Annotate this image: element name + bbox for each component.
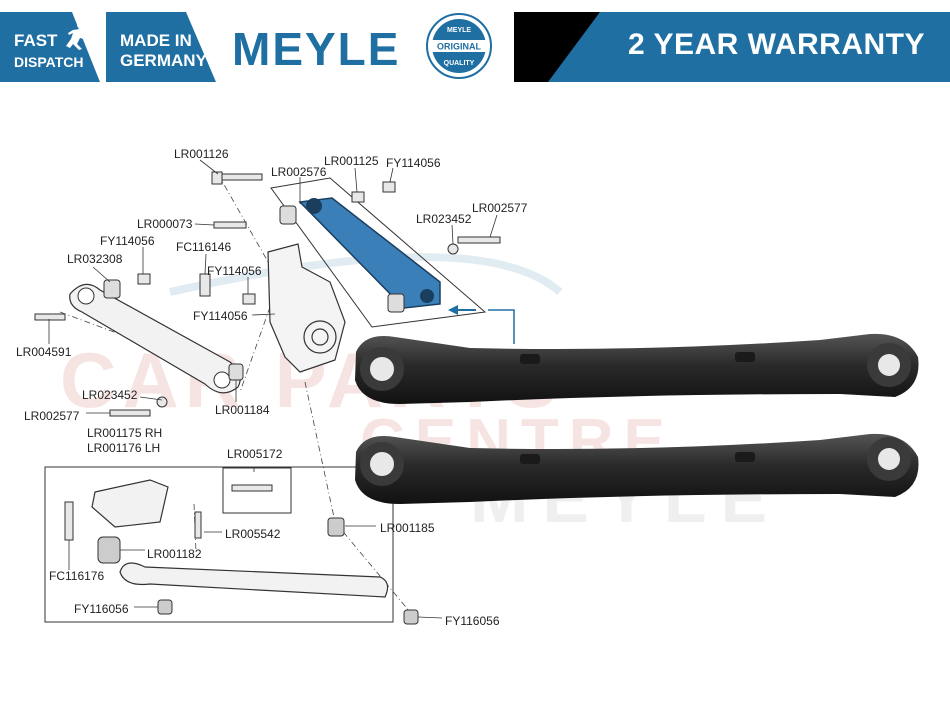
warranty-banner-bg (548, 12, 950, 82)
label-fc116176: FC116176 (49, 569, 105, 583)
label-lr023452-bottom: LR023452 (82, 388, 138, 402)
made-in-label: MADE IN (120, 31, 192, 50)
meyle-original-quality-seal: ORIGINAL MEYLE QUALITY (426, 13, 492, 79)
label-lr002576: LR002576 (271, 165, 327, 179)
label-leaders (48, 159, 498, 619)
label-fy114056-mid: FY114056 (207, 264, 262, 278)
fast-label: FAST (14, 31, 58, 50)
lower-link-bush-1 (103, 279, 121, 299)
top-banner: FAST DISPATCH MADE IN GERMANY MEYLE ORIG… (0, 0, 950, 82)
germany-label: GERMANY (120, 51, 207, 70)
label-lr001125: LR001125 (324, 154, 379, 168)
label-lr023452-top: LR023452 (416, 212, 472, 226)
highlight-arrow-head (448, 305, 458, 315)
control-arm-photo-2 (355, 433, 919, 504)
bottom-trailing-arm (119, 562, 389, 598)
label-lr001182: LR001182 (147, 547, 202, 561)
lower-link-arm (69, 283, 241, 394)
label-fc116146: FC116146 (176, 240, 232, 254)
label-fy114056-lower: FY114056 (193, 309, 248, 323)
bush-lr001185 (327, 517, 345, 537)
bracket-plate (91, 479, 169, 528)
made-in-germany-badge-bg (106, 12, 216, 82)
label-lr001126: LR001126 (174, 147, 229, 161)
nut-fy116056-left (157, 599, 173, 615)
diagram-drawing: CAR PARTS CENTRE MEYLE (34, 159, 919, 625)
lower-arm-group-box (44, 466, 394, 623)
nut-fy116056-right (403, 609, 419, 625)
label-lr001175-rh: LR001175 RH (87, 426, 163, 440)
wheel-knuckle (267, 243, 346, 373)
upper-arm-bush-2 (387, 293, 405, 313)
running-man-icon (66, 22, 88, 50)
label-lr002577-bottom: LR002577 (24, 409, 80, 423)
seal-mid-text: ORIGINAL (437, 42, 482, 52)
warranty-dark-tab (514, 12, 600, 82)
label-lr005172: LR005172 (227, 447, 283, 461)
parts-diagram: CAR PARTS CENTRE MEYLE (0, 82, 950, 715)
fast-dispatch-badge-bg (0, 12, 100, 82)
control-arm-photo-1 (355, 333, 919, 404)
label-fy114056-top: FY114056 (386, 156, 441, 170)
upper-arm-bush-1 (279, 205, 297, 225)
label-lr005542: LR005542 (225, 527, 281, 541)
upper-control-arm-highlighted (298, 197, 441, 309)
label-lr001176-lh: LR001176 LH (87, 441, 161, 455)
warranty-text: 2 YEAR WARRANTY (628, 28, 925, 61)
label-lr032308: LR032308 (67, 252, 123, 266)
label-lr001184: LR001184 (215, 403, 270, 417)
banner-shapes (0, 12, 950, 82)
label-lr001185: LR001185 (380, 521, 435, 535)
seal-top-text: MEYLE (447, 27, 471, 34)
bracket-group-box (222, 467, 292, 514)
meyle-logo: MEYLE (232, 23, 401, 75)
label-fy114056-left: FY114056 (100, 234, 155, 248)
label-fy116056-right: FY116056 (445, 614, 500, 628)
label-lr002577-top: LR002577 (472, 201, 528, 215)
label-lr004591: LR004591 (16, 345, 72, 359)
dispatch-label: DISPATCH (14, 54, 84, 70)
bottom-arm-bush (97, 536, 121, 564)
lower-link-bush-2 (228, 363, 244, 381)
seal-bottom-text: QUALITY (444, 60, 475, 67)
upper-arm-group-box (270, 177, 487, 328)
callout-line (488, 309, 515, 344)
label-lr000073: LR000073 (137, 217, 193, 231)
label-fy116056-left: FY116056 (74, 602, 129, 616)
fasteners (34, 171, 501, 541)
